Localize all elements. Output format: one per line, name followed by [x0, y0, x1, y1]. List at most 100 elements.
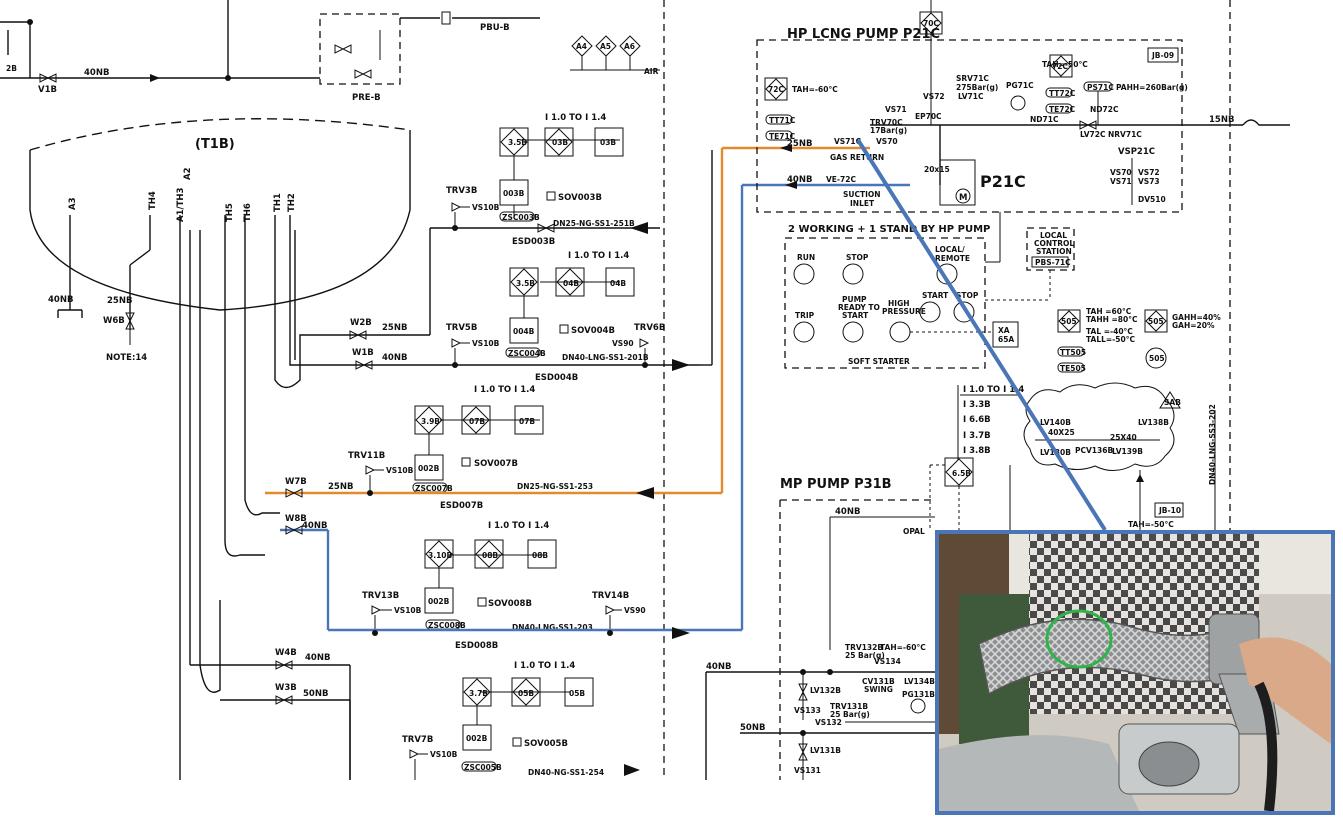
trv132b-p: 25 Bar(g) [845, 651, 885, 660]
esd007-range: I 1.0 TO I 1.4 [474, 385, 535, 395]
soft-starter-label: SOFT STARTER [848, 357, 910, 366]
jb-10: JB-10 [1158, 506, 1181, 515]
ve72c: VE-72C [826, 175, 856, 184]
ti505: 505 [1061, 317, 1077, 326]
esd007-i: 3.9B [421, 417, 440, 426]
mp-i-65b: 6.5B [952, 469, 971, 478]
gd505: 505 [1149, 354, 1165, 363]
esd007-trv: TRV11B [348, 451, 385, 461]
pg71c: PG71C [1006, 81, 1034, 90]
tank-t1b: (T1B) A3 TH4 A1/TH3 A2 TH5 TH6 TH1 TH2 4… [29, 118, 411, 780]
hp-top-tag: 70C [923, 19, 939, 28]
cloud-i-66: I 6.6B [963, 415, 991, 425]
nozzle-th2: TH2 [287, 193, 297, 212]
line-w7b: 25NB [328, 482, 353, 492]
line-25nb-hp: 25NB [787, 139, 812, 149]
lv138b: LV138B [1138, 418, 1169, 427]
tt505: TT505 [1060, 348, 1086, 357]
dv510: DV510 [1138, 195, 1166, 204]
cloud-i-33: I 3.3B [963, 400, 991, 410]
local-remote-1: LOCAL/ [935, 245, 965, 254]
pbu-b-label: PBU-B [480, 23, 510, 33]
nozzle-th5: TH5 [225, 203, 235, 222]
pump-p21c: P21C [980, 172, 1026, 191]
ti72c-left: 72C [768, 85, 784, 94]
esd008-sov: SOV008B [488, 599, 532, 609]
w8b-row: W8B 40NB [280, 183, 910, 639]
valve-w7b: W7B [285, 477, 307, 487]
nozzle-a3: A3 [68, 197, 78, 210]
esd007-zsc-tag: ZSC007B [415, 484, 453, 493]
control-heading: 2 WORKING + 1 STAND BY HP PUMP [788, 224, 990, 235]
gas-return: GAS RETURN [830, 153, 884, 162]
ep70c: EP70C [915, 112, 942, 121]
esd003-trv: TRV3B [446, 186, 477, 196]
esd008-esd: ESD008B [455, 641, 498, 651]
trv70c: TRV70C [870, 118, 903, 127]
lv72c: LV72C [1080, 130, 1106, 139]
esd008-hs: 08B [532, 551, 548, 560]
esd007-group: I 1.0 TO I 1.4 3.9B 07B 07B 002B SOV007B… [348, 385, 593, 511]
esd008-zsc-tag: ZSC008B [428, 621, 466, 630]
soft-starter-box [784, 237, 986, 369]
vs131: VS131 [794, 766, 821, 775]
pre-b-label: PRE-B [352, 93, 381, 103]
esd003-line: DN25-NG-SS1-251B [553, 219, 635, 228]
hp-pump-title: HP LCNG PUMP P21C [787, 27, 940, 42]
esd005-trv: TRV7B [402, 735, 433, 745]
edge-tag: 2B [6, 64, 17, 73]
esd008-vs: VS10B [394, 606, 422, 615]
cloud-i-38: I 3.8B [963, 446, 991, 456]
lv139b: LV139B [1112, 447, 1143, 456]
lv131b: LV131B [810, 746, 841, 755]
tank-label: (T1B) [195, 137, 235, 152]
vs132: VS132 [815, 718, 842, 727]
high-pressure-2: PRESSURE [882, 307, 926, 316]
esd004-trv2: TRV6B [634, 323, 665, 333]
nozzle-a2: A2 [183, 167, 193, 180]
esd007-i2: 07B [469, 417, 485, 426]
vs70-r: VS70 [1110, 168, 1132, 177]
esd003-i2: 03B [552, 138, 568, 147]
vs71c-label: VS71C [834, 137, 862, 146]
esd003-zsc: 003B [503, 189, 525, 198]
size-25x40: 25X40 [1110, 433, 1137, 442]
trv70c-pressure: 17Bar(g) [870, 126, 907, 135]
tt72c: TT72C [1049, 89, 1076, 98]
tag-a5: A5 [600, 42, 611, 51]
lr-line-50nb: 50NB [740, 723, 765, 733]
tag-a4: A4 [576, 42, 587, 51]
suction-inlet-1: SUCTION [843, 190, 881, 199]
line-w4b: 40NB [305, 653, 330, 663]
lv132b: LV132B [810, 686, 841, 695]
tah-right: TAH=-50°C [1042, 60, 1088, 69]
lv71c: LV71C [958, 92, 984, 101]
esd003-range: I 1.0 TO I 1.4 [545, 113, 606, 123]
run-label: RUN [797, 253, 815, 262]
esd004-trv: TRV5B [446, 323, 477, 333]
pcv136b: PCV136B [1075, 446, 1113, 455]
ti505-area: 505 TAH =60°C TAHH =80°C TAL =-40°C TALL… [1057, 307, 1221, 373]
mp-pump-title: MP PUMP P31B [780, 477, 892, 492]
esd008-i: 3.10B [428, 551, 453, 560]
mp-tah: TAH=-50°C [1128, 520, 1174, 529]
w7b-row: W7B 25NB [265, 146, 870, 499]
esd008-trv: TRV13B [362, 591, 399, 601]
valve-w1b: W1B [352, 348, 374, 358]
label-25nb-left: 25NB [107, 296, 132, 306]
valve-w4b: W4B [275, 648, 297, 658]
cloud-range: I 1.0 TO I 1.4 [963, 385, 1024, 395]
lcs-3: STATION [1036, 247, 1072, 256]
valve-w6b: W6B [103, 316, 125, 326]
te71c: TE71C [769, 132, 796, 141]
esd004-i: 3.5B [516, 279, 535, 288]
pre-b-box [319, 13, 401, 85]
size-20x15: 20x15 [924, 165, 950, 174]
pump-ready-3: START [842, 311, 869, 320]
srv71c: SRV71C [956, 74, 989, 83]
trv131b-p: 25 Bar(g) [830, 710, 870, 719]
pump-ready-2: READY TO [838, 303, 880, 312]
esd004-line: DN40-LNG-SS1-201B [562, 353, 649, 362]
vs133: VS133 [794, 706, 821, 715]
esd004-vs2: VS90 [612, 339, 634, 348]
